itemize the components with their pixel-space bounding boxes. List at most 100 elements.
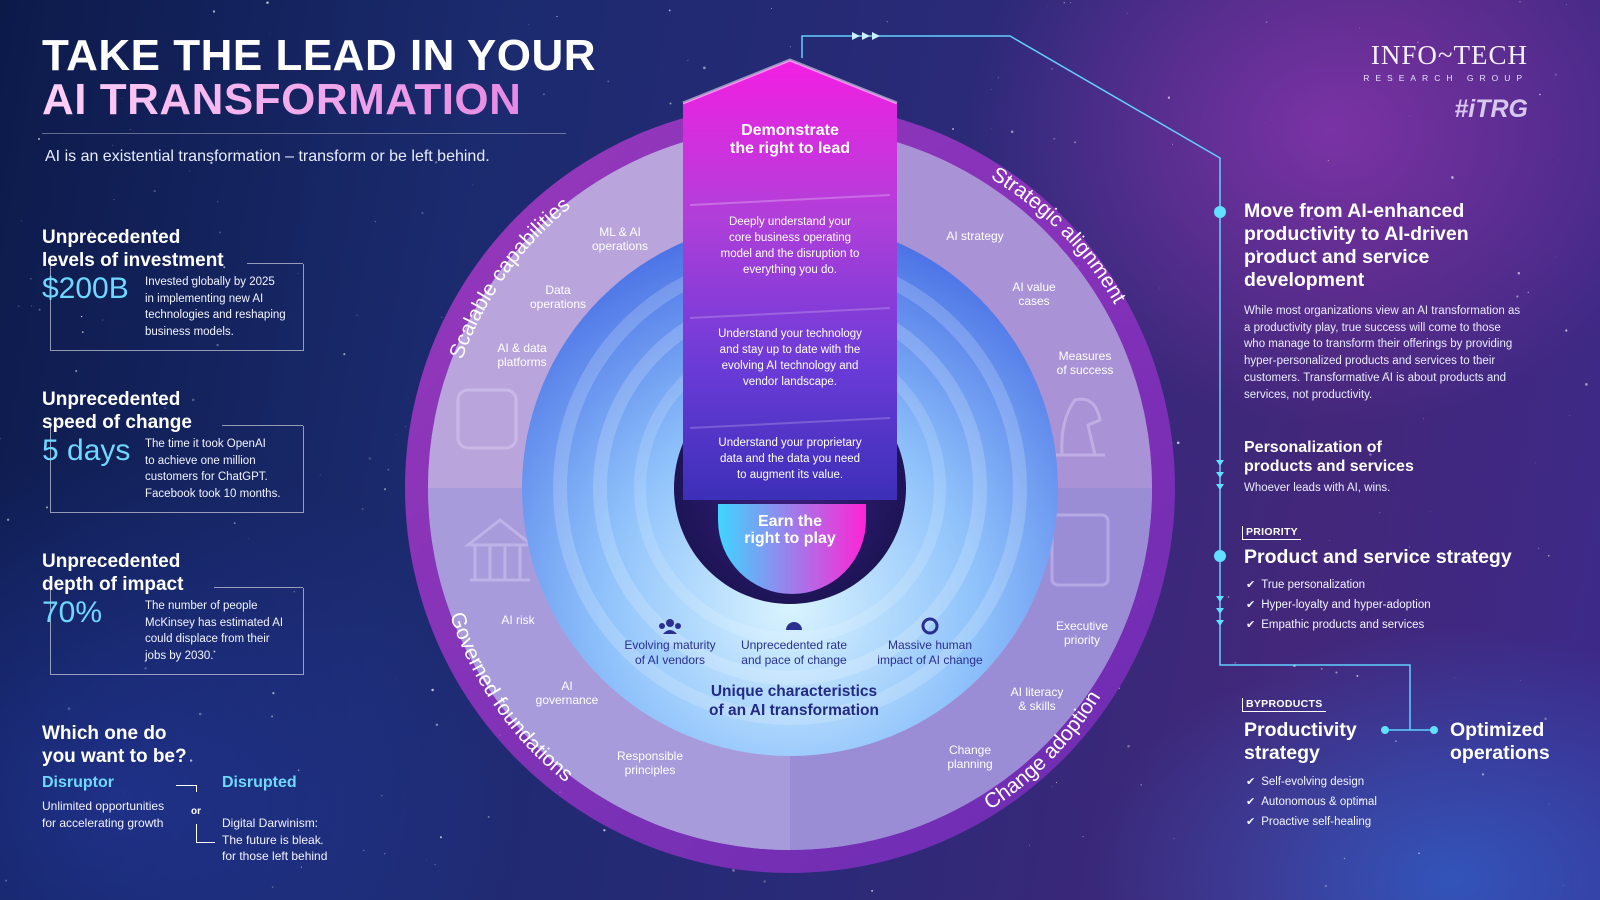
connector-node — [1430, 726, 1438, 734]
star — [669, 102, 672, 105]
star — [237, 150, 239, 152]
star — [405, 426, 407, 428]
star — [191, 278, 193, 281]
star — [1420, 309, 1422, 311]
star — [21, 220, 22, 222]
star — [1548, 803, 1550, 805]
star — [426, 860, 428, 862]
star — [1379, 511, 1381, 514]
star — [368, 457, 372, 460]
star — [542, 93, 545, 96]
item-ai-platforms-l1: AI & data — [497, 341, 547, 355]
star — [439, 836, 442, 839]
item-ml-ai-ops-l1: ML & AI — [599, 225, 641, 239]
building-icon — [463, 518, 537, 582]
star — [1234, 661, 1237, 664]
star — [1328, 540, 1330, 542]
pillar-band1-l1: Deeply understand your — [729, 216, 851, 228]
star — [198, 712, 202, 716]
star — [1544, 717, 1547, 721]
star — [1562, 884, 1564, 886]
pillar-band2-l1: Understand your technology — [718, 328, 862, 340]
star — [771, 7, 772, 9]
star — [1395, 740, 1397, 742]
star — [871, 889, 874, 892]
star — [951, 127, 955, 131]
pillar-band-line — [689, 307, 891, 319]
item-ai-strategy: AI strategy — [946, 229, 1003, 243]
characteristic-2-l2: and pace of change — [741, 653, 847, 667]
star — [1585, 383, 1588, 386]
star — [1539, 93, 1541, 96]
pillar-roof — [682, 58, 898, 105]
star — [75, 369, 78, 373]
star — [1558, 159, 1560, 161]
star — [380, 794, 383, 797]
star — [343, 353, 346, 356]
star — [5, 879, 7, 882]
pillar-band1-l4: everything you do. — [743, 264, 837, 276]
title-line-2: AI TRANSFORMATION — [42, 78, 596, 122]
item-ai-platforms-l2: platforms — [497, 355, 546, 369]
star — [17, 305, 20, 308]
star — [990, 127, 992, 129]
star — [1320, 668, 1323, 670]
star — [1555, 256, 1557, 258]
star — [266, 1, 269, 4]
star — [1519, 1, 1521, 3]
star — [603, 829, 606, 832]
connector-chevrons — [1216, 460, 1224, 626]
stat-box-top-rule — [214, 587, 303, 588]
star — [356, 314, 358, 316]
pillar-top-line2: the right to lead — [730, 140, 850, 157]
star — [1418, 852, 1420, 854]
stat-value: $200B — [42, 272, 129, 305]
star — [363, 849, 365, 852]
star — [1265, 21, 1268, 23]
star — [387, 468, 390, 471]
characteristic-1-l2: of AI vendors — [635, 653, 705, 667]
star — [233, 522, 236, 524]
star — [1387, 372, 1389, 374]
star — [213, 650, 216, 653]
star — [297, 769, 300, 772]
item-exec-l1: Executive — [1056, 619, 1108, 633]
star — [394, 678, 396, 680]
disrupted-heading: Disrupted — [222, 774, 297, 791]
star — [1324, 884, 1328, 888]
document-icon — [1050, 513, 1110, 587]
item-exec-l2: priority — [1064, 633, 1100, 647]
or-bracket-top — [176, 785, 197, 792]
star — [189, 170, 191, 172]
star — [216, 343, 219, 347]
pillar-base — [718, 504, 866, 594]
connector-node — [1214, 550, 1226, 562]
star — [1471, 556, 1474, 559]
byproducts-list: Self-evolving design Autonomous & optima… — [1246, 772, 1377, 832]
item-ml-ai-ops-l2: operations — [592, 239, 648, 253]
star — [1478, 361, 1481, 365]
star — [1327, 159, 1330, 162]
star — [472, 184, 474, 186]
list-item: Autonomous & optimal — [1246, 792, 1377, 812]
pillar-base-line1: Earn the — [758, 513, 822, 530]
star — [67, 707, 71, 711]
star — [1010, 130, 1014, 134]
star — [1565, 329, 1568, 332]
star — [1074, 141, 1077, 144]
star — [361, 508, 364, 510]
star — [607, 80, 610, 83]
star — [732, 869, 735, 872]
star — [189, 759, 193, 762]
or-label: or — [191, 806, 201, 817]
pillar-top-line1: Demonstrate — [741, 122, 839, 139]
pillar-band2-l3: evolving AI technology and — [722, 360, 859, 372]
star — [1343, 857, 1346, 860]
star — [1172, 143, 1173, 145]
star — [1159, 287, 1161, 289]
list-item: Hyper-loyalty and hyper-adoption — [1246, 595, 1430, 615]
